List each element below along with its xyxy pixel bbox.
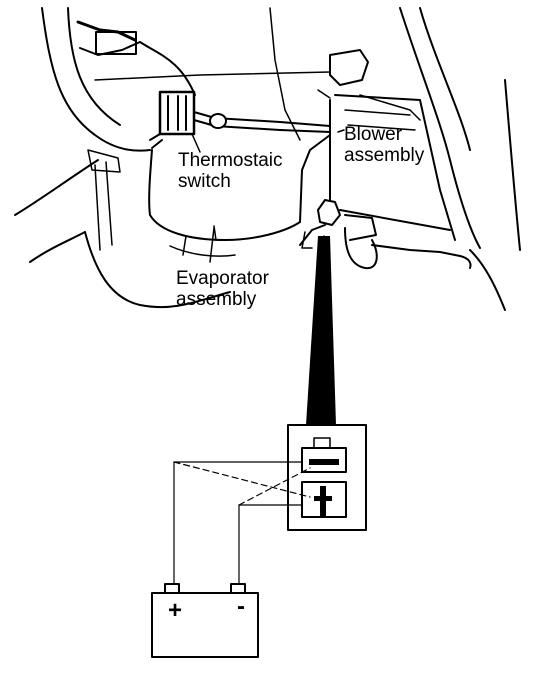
label-blower-assembly-line1: Blower xyxy=(344,124,403,145)
thermostatic-switch-connector xyxy=(149,90,331,149)
leader-lines xyxy=(191,129,345,263)
probe-wire xyxy=(306,235,336,425)
label-thermostatic-switch-line1: Thermostaic xyxy=(178,150,283,171)
battery xyxy=(151,583,259,658)
battery-positive-terminal: + xyxy=(168,597,182,624)
dashboard-outline xyxy=(14,7,521,311)
blower-body xyxy=(299,94,472,270)
label-evaporator-assembly: Evaporator assembly xyxy=(176,268,269,310)
label-blower-assembly-line2: assembly xyxy=(344,145,425,166)
evaporator-body xyxy=(148,134,331,257)
label-blower-assembly: Blower assembly xyxy=(344,124,424,166)
label-thermostatic-switch-line2: switch xyxy=(178,171,231,192)
label-evaporator-assembly-line2: assembly xyxy=(176,289,257,310)
upper-wiring-harness xyxy=(76,7,421,141)
label-thermostatic-switch: Thermostaic switch xyxy=(178,150,283,192)
battery-negative-terminal: - xyxy=(237,593,245,620)
label-evaporator-assembly-line1: Evaporator xyxy=(176,268,269,289)
test-leads xyxy=(173,461,311,586)
switch-connector-box xyxy=(287,424,367,531)
